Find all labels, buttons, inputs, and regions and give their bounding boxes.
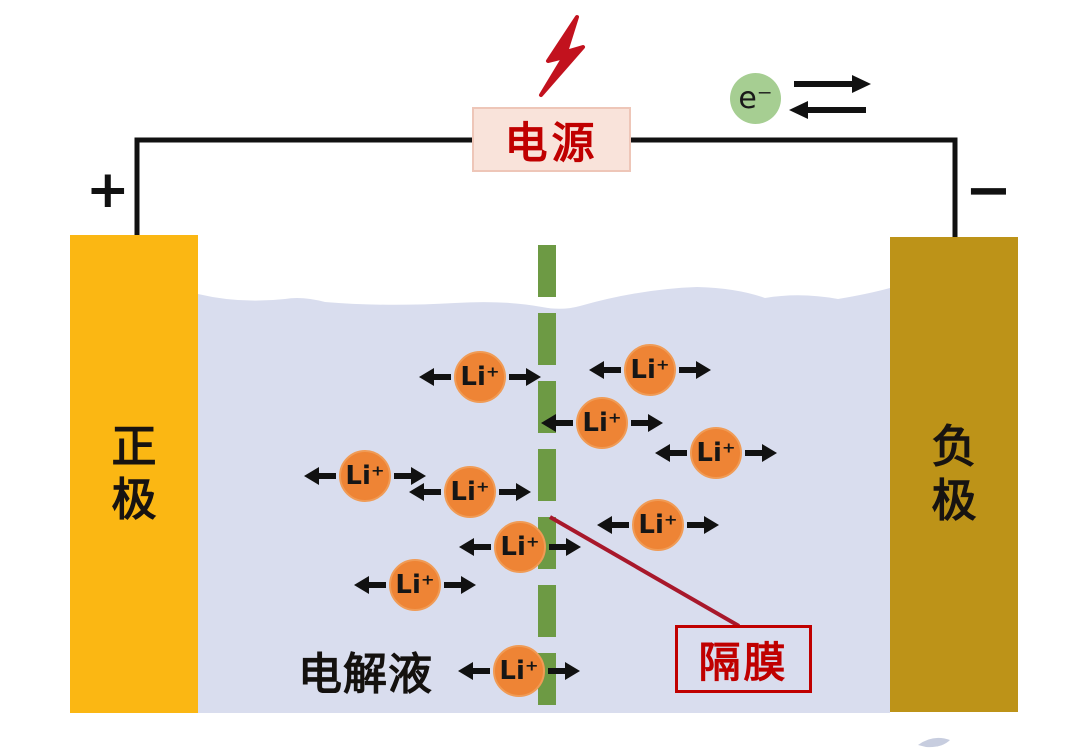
lithium-ion-circle: Li⁺ (632, 499, 684, 551)
lithium-ion-symbol: Li⁺ (395, 570, 435, 600)
positive-electrode: 正极 (70, 235, 198, 713)
power-source-label: 电源 (504, 120, 599, 168)
left-arrow-icon (354, 576, 369, 594)
lithium-ion: Li⁺ (655, 427, 777, 479)
right-arrow-icon (565, 662, 580, 680)
lithium-ion-symbol: Li⁺ (630, 355, 670, 385)
right-arrow-icon (526, 368, 541, 386)
left-arrow-icon (589, 361, 604, 379)
lithium-ion-circle: Li⁺ (494, 521, 546, 573)
lithium-ion-circle: Li⁺ (339, 450, 391, 502)
left-arrow-icon (655, 444, 670, 462)
right-arrow-icon (648, 414, 663, 432)
lithium-ion: Li⁺ (458, 645, 580, 697)
lithium-ion-symbol: Li⁺ (638, 510, 678, 540)
lithium-ion-symbol: Li⁺ (345, 461, 385, 491)
positive-terminal-sign: + (86, 160, 130, 220)
negative-terminal-sign: − (965, 158, 1012, 223)
wave-mark (918, 737, 950, 748)
right-arrow-icon (516, 483, 531, 501)
right-arrow-icon (566, 538, 581, 556)
electron-flow-arrows (789, 75, 871, 119)
lithium-ion: Li⁺ (541, 397, 663, 449)
lithium-ion-circle: Li⁺ (690, 427, 742, 479)
negative-electrode-label: 负极 (931, 422, 977, 526)
electron-badge: e⁻ (730, 73, 781, 124)
lithium-ion: Li⁺ (354, 559, 476, 611)
left-arrow-icon (419, 368, 434, 386)
power-source-box: 电源 (472, 107, 631, 172)
right-arrow-icon (696, 361, 711, 379)
lithium-ion: Li⁺ (597, 499, 719, 551)
lithium-ion-circle: Li⁺ (493, 645, 545, 697)
separator-label: 隔膜 (698, 640, 789, 687)
left-arrow-icon (541, 414, 556, 432)
lithium-ion-symbol: Li⁺ (696, 438, 736, 468)
lithium-ion-symbol: Li⁺ (500, 532, 540, 562)
left-arrow-icon (597, 516, 612, 534)
right-arrow-icon (704, 516, 719, 534)
lithium-ion: Li⁺ (409, 466, 531, 518)
positive-electrode-label: 正极 (111, 421, 157, 525)
lithium-ion-symbol: Li⁺ (460, 362, 500, 392)
lithium-ion-symbol: Li⁺ (450, 477, 490, 507)
lithium-ion-circle: Li⁺ (444, 466, 496, 518)
lithium-ion: Li⁺ (589, 344, 711, 396)
lithium-ion: Li⁺ (419, 351, 541, 403)
separator-leader-line (549, 515, 740, 628)
left-arrow-icon (409, 483, 424, 501)
lithium-ion-circle: Li⁺ (389, 559, 441, 611)
left-arrow-icon (458, 662, 473, 680)
electrolyte-label: 电解液 (298, 650, 433, 699)
lightning-icon (539, 15, 585, 97)
lithium-ion: Li⁺ (459, 521, 581, 573)
right-arrow-icon (461, 576, 476, 594)
lithium-ion-symbol: Li⁺ (582, 408, 622, 438)
lithium-ion-symbol: Li⁺ (499, 656, 539, 686)
left-arrow-icon (459, 538, 474, 556)
right-arrow-icon (762, 444, 777, 462)
lithium-ion-circle: Li⁺ (454, 351, 506, 403)
lithium-ion: Li⁺ (304, 450, 426, 502)
lithium-ion-circle: Li⁺ (624, 344, 676, 396)
separator-callout-box: 隔膜 (675, 625, 812, 693)
lithium-ion-circle: Li⁺ (576, 397, 628, 449)
negative-electrode: 负极 (890, 237, 1018, 712)
left-arrow-icon (304, 467, 319, 485)
right-arrow-icon (411, 467, 426, 485)
